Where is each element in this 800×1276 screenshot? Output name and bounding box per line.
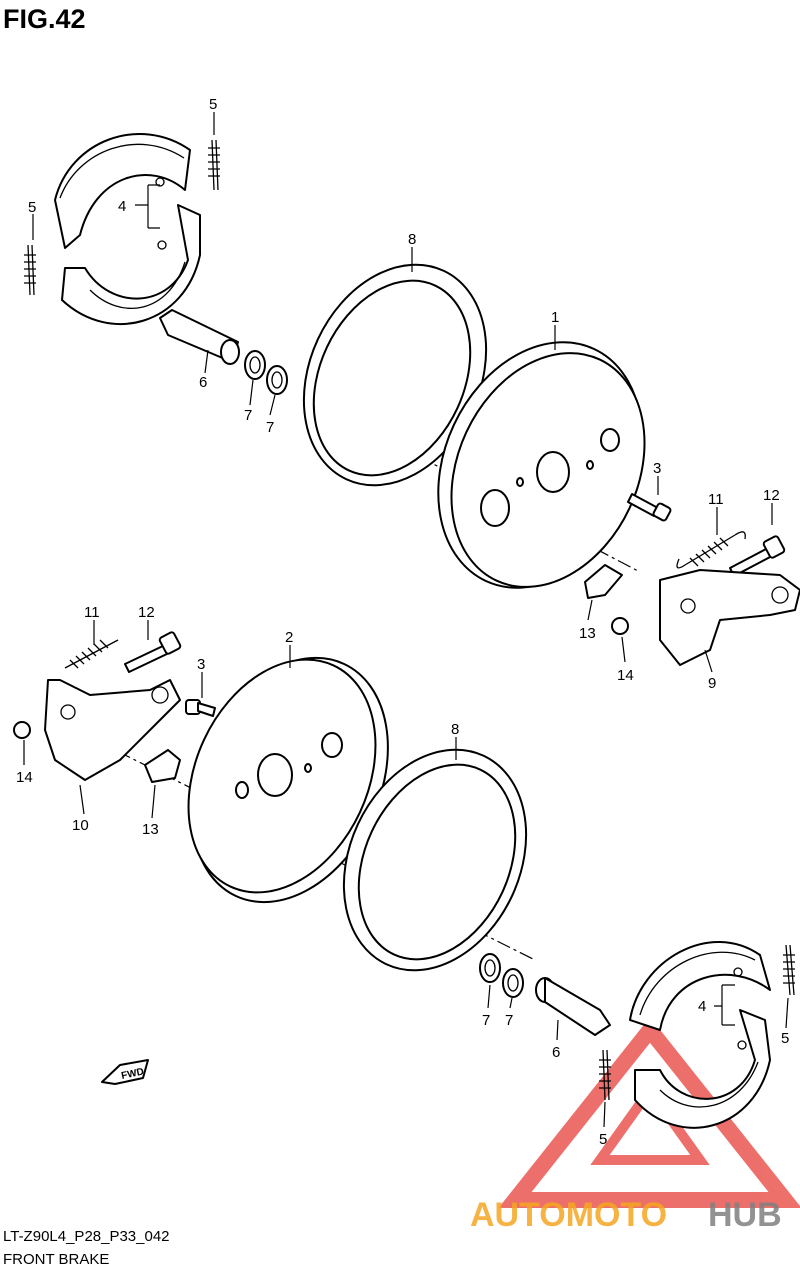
callout-12-lower: 12 [138, 604, 155, 621]
callout-14-lower: 14 [16, 769, 33, 786]
callout-3-upper: 3 [653, 460, 661, 477]
diagram-caption: FRONT BRAKE [3, 1251, 110, 1268]
callout-11-upper: 11 [708, 491, 724, 508]
shoe-spring-upper-left [24, 244, 36, 296]
callout-6-lower: 6 [552, 1044, 560, 1061]
washer-lower-2-hole [507, 974, 519, 992]
lock-plate-lower [144, 749, 181, 783]
pivot-bolt-lower [124, 631, 182, 673]
callout-7-lower-a: 7 [482, 1012, 490, 1029]
fwd-arrow-icon: FWD [101, 1059, 149, 1085]
callout-5-upper-right: 5 [209, 96, 217, 113]
brake-cam-lower [535, 977, 611, 1036]
lock-plate-upper [584, 564, 623, 599]
watermark-brand-part1: AUTOMOTO [470, 1196, 667, 1234]
leader-lines [23, 112, 789, 1128]
seal-ring-lower [342, 748, 528, 972]
washer-upper-1-hole [249, 356, 261, 374]
nut-upper [611, 617, 629, 635]
callout-5-lower-left: 5 [599, 1131, 607, 1148]
washer-upper-2 [266, 365, 288, 395]
brake-arm-lower [44, 679, 181, 781]
nut-lower [13, 721, 31, 739]
diagram-code: LT-Z90L4_P28_P33_042 [3, 1228, 170, 1245]
return-spring-lower [64, 639, 119, 669]
callout-5-upper-left: 5 [28, 199, 36, 216]
washer-lower-2 [502, 968, 524, 998]
shoe-spring-lower-left [599, 1049, 611, 1101]
callout-7-upper-b: 7 [266, 419, 274, 436]
callout-8-lower: 8 [451, 721, 459, 738]
callout-1: 1 [551, 309, 559, 326]
callout-3-lower: 3 [197, 656, 205, 673]
brake-arm-upper [659, 569, 800, 666]
fwd-label: FWD [120, 1066, 145, 1081]
callout-4-lower: 4 [698, 998, 706, 1015]
callout-7-lower-b: 7 [505, 1012, 513, 1029]
callout-13-lower: 13 [142, 821, 159, 838]
callout-6-upper: 6 [199, 374, 207, 391]
brake-cam-upper [159, 309, 240, 365]
brake-panel-1 [437, 341, 646, 589]
callout-9: 9 [708, 675, 716, 692]
brake-shoe-lower-set [629, 940, 771, 1129]
callout-2: 2 [285, 629, 293, 646]
figure-title: FIG.42 [3, 4, 86, 34]
callout-11-lower: 11 [84, 604, 100, 621]
return-spring-upper [676, 531, 746, 569]
washer-upper-1 [244, 350, 266, 380]
callout-14-upper: 14 [617, 667, 634, 684]
shoe-spring-upper-right [208, 139, 220, 191]
washer-upper-2-hole [271, 371, 283, 389]
washer-lower-1-hole [484, 959, 496, 977]
watermark-brand-part2: HUB [708, 1196, 782, 1234]
brake-shoe-upper-set [54, 133, 201, 325]
callout-10: 10 [72, 817, 89, 834]
brake-panel-2 [187, 656, 389, 904]
washer-lower-1 [479, 953, 501, 983]
bolt-lower [185, 699, 216, 717]
callout-13-upper: 13 [579, 625, 596, 642]
bolt-upper [627, 493, 672, 522]
callout-12-upper: 12 [763, 487, 780, 504]
callout-4-upper: 4 [118, 198, 126, 215]
shoe-spring-lower-right [783, 944, 795, 996]
callout-8-upper: 8 [408, 231, 416, 248]
callout-7-upper-a: 7 [244, 407, 252, 424]
callout-5-lower-right: 5 [781, 1030, 789, 1047]
pivot-bolt-upper [729, 535, 786, 577]
